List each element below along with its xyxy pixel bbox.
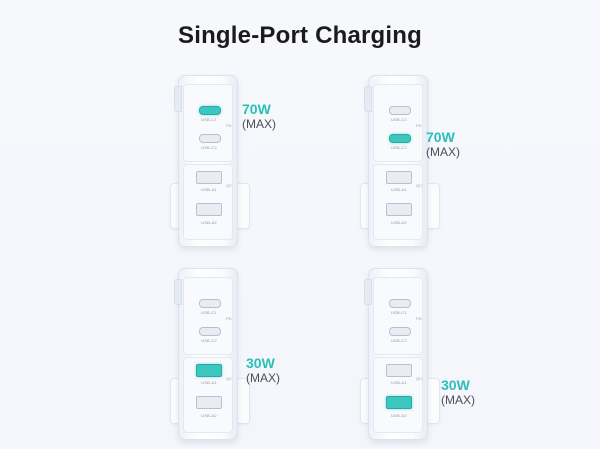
qc-label: QC [226,183,232,188]
usb-c2-port [389,134,411,143]
usb-a1-port [386,364,412,377]
usb-c2-port [199,134,221,143]
usb-c1-label: USB-C1 [391,310,407,315]
pd-label: PD [416,316,422,321]
usb-a-panel: USB-A1 QC USB-A2 [183,357,233,433]
usb-a1-label: USB-A1 [391,380,407,385]
usb-a2-port [386,203,412,216]
usb-a1-port [196,171,222,184]
usb-c2-port [389,327,411,336]
usb-a1-port [386,171,412,184]
charger-unit: USB-C1 PD USB-C2 USB-A1 QC USB-A2 [174,75,238,247]
charger-side-button [174,86,182,112]
page-title: Single-Port Charging [178,22,422,49]
usb-c-panel: USB-C1 PD USB-C2 [373,277,423,355]
usb-c2-label: USB-C2 [201,145,217,150]
usb-a1-label: USB-A1 [201,187,217,192]
usb-c1-label: USB-C1 [201,117,217,122]
usb-c1-port [389,106,411,115]
usb-c2-label: USB-C2 [391,145,407,150]
usb-a1-port [196,364,222,377]
wattage: 30W [441,377,470,393]
pd-label: PD [226,123,232,128]
usb-a2-label: USB-A2 [391,413,407,418]
max-label: (MAX) [242,117,276,131]
usb-c-panel: USB-C1 PD USB-C2 [183,277,233,355]
max-label: (MAX) [441,393,475,407]
usb-a-panel: USB-A1 QC USB-A2 [183,164,233,240]
usb-a-panel: USB-A1 QC USB-A2 [373,164,423,240]
max-label: (MAX) [246,371,280,385]
qc-label: QC [416,183,422,188]
wattage: 70W [242,101,271,117]
usb-a-panel: USB-A1 QC USB-A2 [373,357,423,433]
qc-label: QC [226,376,232,381]
charger-side-button [174,279,182,305]
usb-c1-label: USB-C1 [391,117,407,122]
wattage: 30W [246,355,275,371]
usb-a1-label: USB-A1 [201,380,217,385]
usb-a2-port [196,396,222,409]
charger-side-button [364,279,372,305]
usb-a2-label: USB-A2 [391,220,407,225]
power-output-label: 70W (MAX) [242,102,276,130]
usb-c2-label: USB-C2 [391,338,407,343]
max-label: (MAX) [426,145,460,159]
usb-c1-port [389,299,411,308]
usb-c-panel: USB-C1 PD USB-C2 [183,84,233,162]
power-output-label: 30W (MAX) [441,378,475,406]
power-output-label: 70W (MAX) [426,130,460,158]
usb-a2-label: USB-A2 [201,220,217,225]
charger-unit: USB-C1 PD USB-C2 USB-A1 QC USB-A2 [174,268,238,440]
charger-unit: USB-C1 PD USB-C2 USB-A1 QC USB-A2 [364,268,428,440]
usb-c1-port [199,106,221,115]
usb-c-panel: USB-C1 PD USB-C2 [373,84,423,162]
usb-a2-port [196,203,222,216]
usb-a2-port [386,396,412,409]
charger-side-button [364,86,372,112]
usb-c1-label: USB-C1 [201,310,217,315]
qc-label: QC [416,376,422,381]
wattage: 70W [426,129,455,145]
pd-label: PD [226,316,232,321]
usb-a1-label: USB-A1 [391,187,407,192]
pd-label: PD [416,123,422,128]
charger-unit: USB-C1 PD USB-C2 USB-A1 QC USB-A2 [364,75,428,247]
power-output-label: 30W (MAX) [246,356,280,384]
usb-c2-label: USB-C2 [201,338,217,343]
usb-c2-port [199,327,221,336]
usb-a2-label: USB-A2 [201,413,217,418]
usb-c1-port [199,299,221,308]
